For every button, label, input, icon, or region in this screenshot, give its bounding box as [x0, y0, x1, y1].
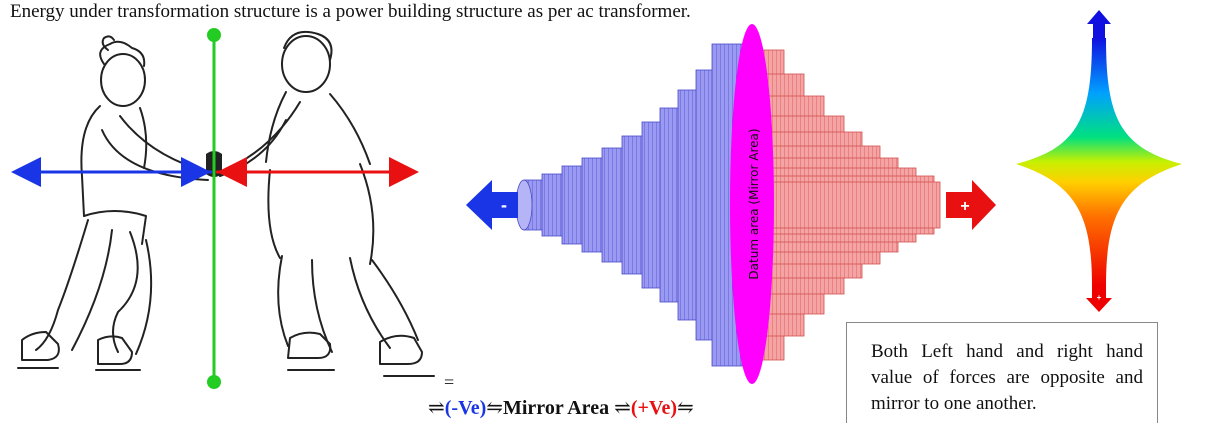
equals-sign: =	[444, 372, 454, 393]
right-skater-figure	[220, 32, 434, 376]
positive-disc-stack	[760, 50, 940, 360]
negative-disc-stack	[516, 44, 744, 366]
left-harpoon: ⇌	[428, 397, 445, 419]
top-body	[1016, 38, 1182, 286]
negative-sign-label: -	[501, 195, 507, 215]
axis-bottom-dot	[207, 375, 221, 389]
mid-harpoon: ⇌	[614, 397, 631, 419]
positive-direction-arrow: +	[946, 180, 996, 230]
left-skater-figure	[18, 36, 208, 370]
explanation-textbox: Both Left hand and right hand value of f…	[846, 322, 1158, 423]
positive-sign-label: +	[960, 198, 969, 215]
axis-top-dot	[207, 28, 221, 42]
right-harpoon: ⇋	[677, 397, 694, 419]
datum-area-label: Datum area (Mirror Area)	[747, 128, 761, 279]
skaters-illustration	[0, 20, 440, 400]
mirror-area-term: Mirror Area	[503, 397, 609, 419]
negative-direction-arrow: -	[466, 180, 518, 230]
mirror-equation: ⇌(-Ve)⇋Mirror Area ⇌(+Ve)⇋	[428, 395, 694, 420]
spinner-plus-label: +	[1097, 293, 1102, 302]
spinning-top-shape: +	[1010, 8, 1190, 318]
mirror-harpoon: ⇋	[486, 397, 503, 419]
arrow-up-icon	[1087, 10, 1111, 38]
positive-term: (+Ve)	[631, 397, 677, 419]
negative-term: (-Ve)	[445, 397, 486, 419]
